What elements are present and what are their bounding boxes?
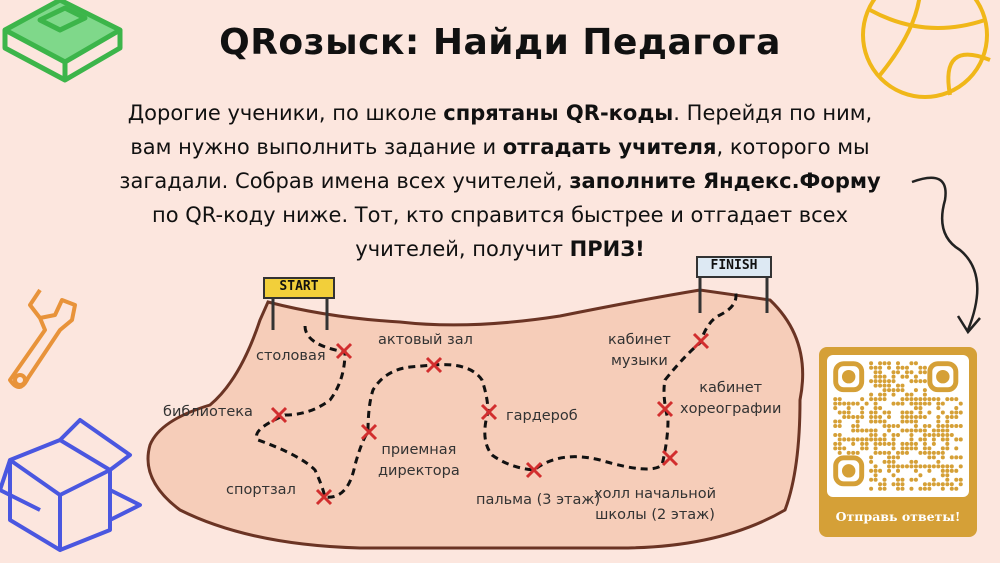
label-priemnaya: приемная директора (378, 440, 460, 482)
intro-highlight: заполните Яндекс.Форму (569, 169, 881, 193)
intro-text-part: Дорогие ученики, по школе (127, 101, 444, 125)
curved-arrow-icon (911, 176, 981, 335)
intro-highlight: спрятаны QR-коды (443, 101, 674, 125)
label-line: кабинет (608, 332, 671, 348)
qr-finder (927, 361, 959, 393)
intro-text-part: вам нужно выполнить задание и (130, 135, 503, 159)
label-line: музыки (610, 353, 668, 369)
qr-code-card[interactable]: Отправь ответы! (819, 347, 977, 537)
route-path (255, 289, 738, 499)
finish-sign: FINISH (696, 256, 772, 278)
intro-highlight: отгадать учителя (502, 135, 717, 159)
intro-highlight: ПРИЗ! (569, 237, 645, 261)
label-horeografii: кабинет хореографии (680, 378, 781, 420)
book-icon (2, 0, 123, 83)
label-sportzal: спортзал (226, 482, 296, 498)
start-sign: START (263, 277, 335, 299)
intro-text-part: по QR-коду ниже. Тот, кто справится быст… (151, 203, 849, 227)
label-palma: пальма (3 этаж) (476, 492, 601, 508)
label-line: приемная (381, 442, 457, 458)
label-garderob: гардероб (506, 408, 578, 424)
intro-text-part: . Перейдя по ним, (673, 101, 873, 125)
intro-text-part: , которого мы (716, 135, 870, 159)
label-line: хореографии (680, 401, 782, 417)
start-sign-posts (271, 272, 769, 330)
qr-finder (833, 455, 865, 487)
label-line: холл начальной (594, 486, 717, 502)
label-muzyki: кабинет музыки (608, 330, 671, 372)
label-line: школы (2 этаж) (595, 507, 715, 523)
label-holl: холл начальной школы (2 этаж) (594, 484, 716, 526)
label-line: директора (378, 463, 460, 479)
map-area (146, 288, 805, 550)
intro-text: Дорогие ученики, по школе спрятаны QR-ко… (60, 96, 940, 266)
basketball-icon (861, 0, 991, 99)
intro-text-part: учителей, получит (355, 237, 570, 261)
qr-finder (833, 361, 865, 393)
wrench-icon (8, 288, 77, 389)
qr-code[interactable] (833, 361, 963, 491)
page-title: QRозыск: Найди Педагога (219, 22, 781, 63)
box-icon (0, 418, 142, 552)
intro-text-part: загадали. Собрав имена всех учителей, (119, 169, 570, 193)
qr-caption: Отправь ответы! (835, 509, 961, 524)
label-aktovy-zal: актовый зал (378, 332, 473, 348)
stop-markers (270, 332, 710, 506)
label-line: кабинет (699, 380, 763, 396)
label-biblioteka: библиотека (163, 404, 253, 420)
label-stolovaya: столовая (256, 348, 326, 364)
